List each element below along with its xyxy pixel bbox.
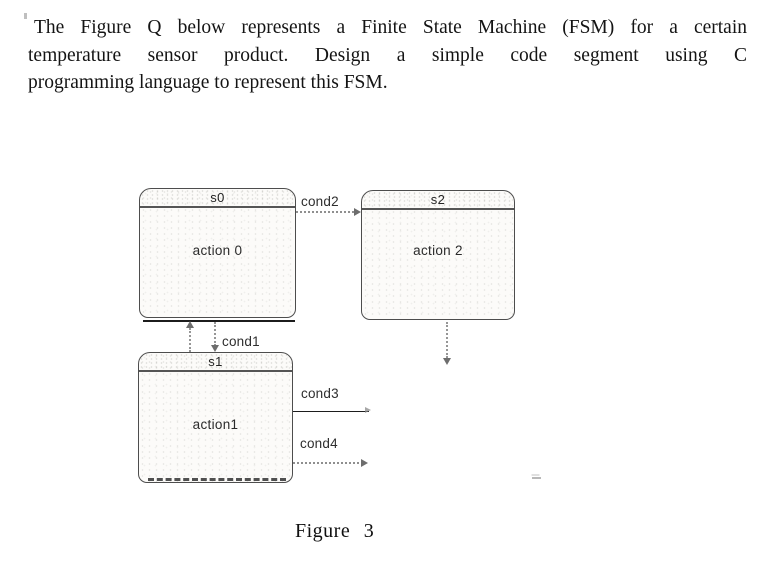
s1-bottom-scan-line [148,478,286,481]
arrow-s1-exit-cond4 [293,462,363,464]
cond3-arrowhead-icon [365,407,371,413]
state-action-s0: action 0 [192,243,243,258]
arrow-s2-exit [446,322,448,358]
arrow-s1-to-s0 [189,328,191,352]
cond2-arrowhead-icon [354,208,361,216]
cond1-arrowhead-icon [211,345,219,352]
state-name-s0: s0 [140,189,295,208]
state-box-s2: s2 action 2 [361,190,515,320]
cond4-arrowhead-icon [361,459,368,467]
arrow-s0-to-s2 [296,211,354,213]
scan-artifact [532,477,541,479]
state-box-s0: s0 action 0 [139,188,296,318]
state-name-s1: s1 [139,353,292,372]
transition-label-cond2: cond2 [301,194,339,209]
figure-caption: Figure 3 [295,520,375,542]
arrow-s0-to-s1 [214,322,216,346]
transition-label-cond4: cond4 [300,436,338,451]
problem-text-line-1: The Figure Q below represents a Finite S… [34,17,747,38]
s0-bottom-scan-line [143,320,295,322]
s2-exit-arrowhead-icon [443,358,451,365]
state-action-s1: action1 [192,417,239,432]
problem-text-line-2: temperature sensor product. Design a sim… [28,44,747,66]
problem-statement: The Figure Q below represents a Finite S… [28,14,747,97]
state-name-s2: s2 [362,191,514,210]
transition-label-cond1: cond1 [222,334,260,349]
state-action-s2: action 2 [413,243,463,258]
s1-to-s0-arrowhead-icon [186,321,194,328]
transition-label-cond3: cond3 [301,386,339,401]
scan-artifact [24,13,27,19]
problem-text-line-3: programming language to represent this F… [28,72,388,94]
arrow-s1-exit-cond3 [293,411,369,412]
state-box-s1: s1 action1 [138,352,293,483]
